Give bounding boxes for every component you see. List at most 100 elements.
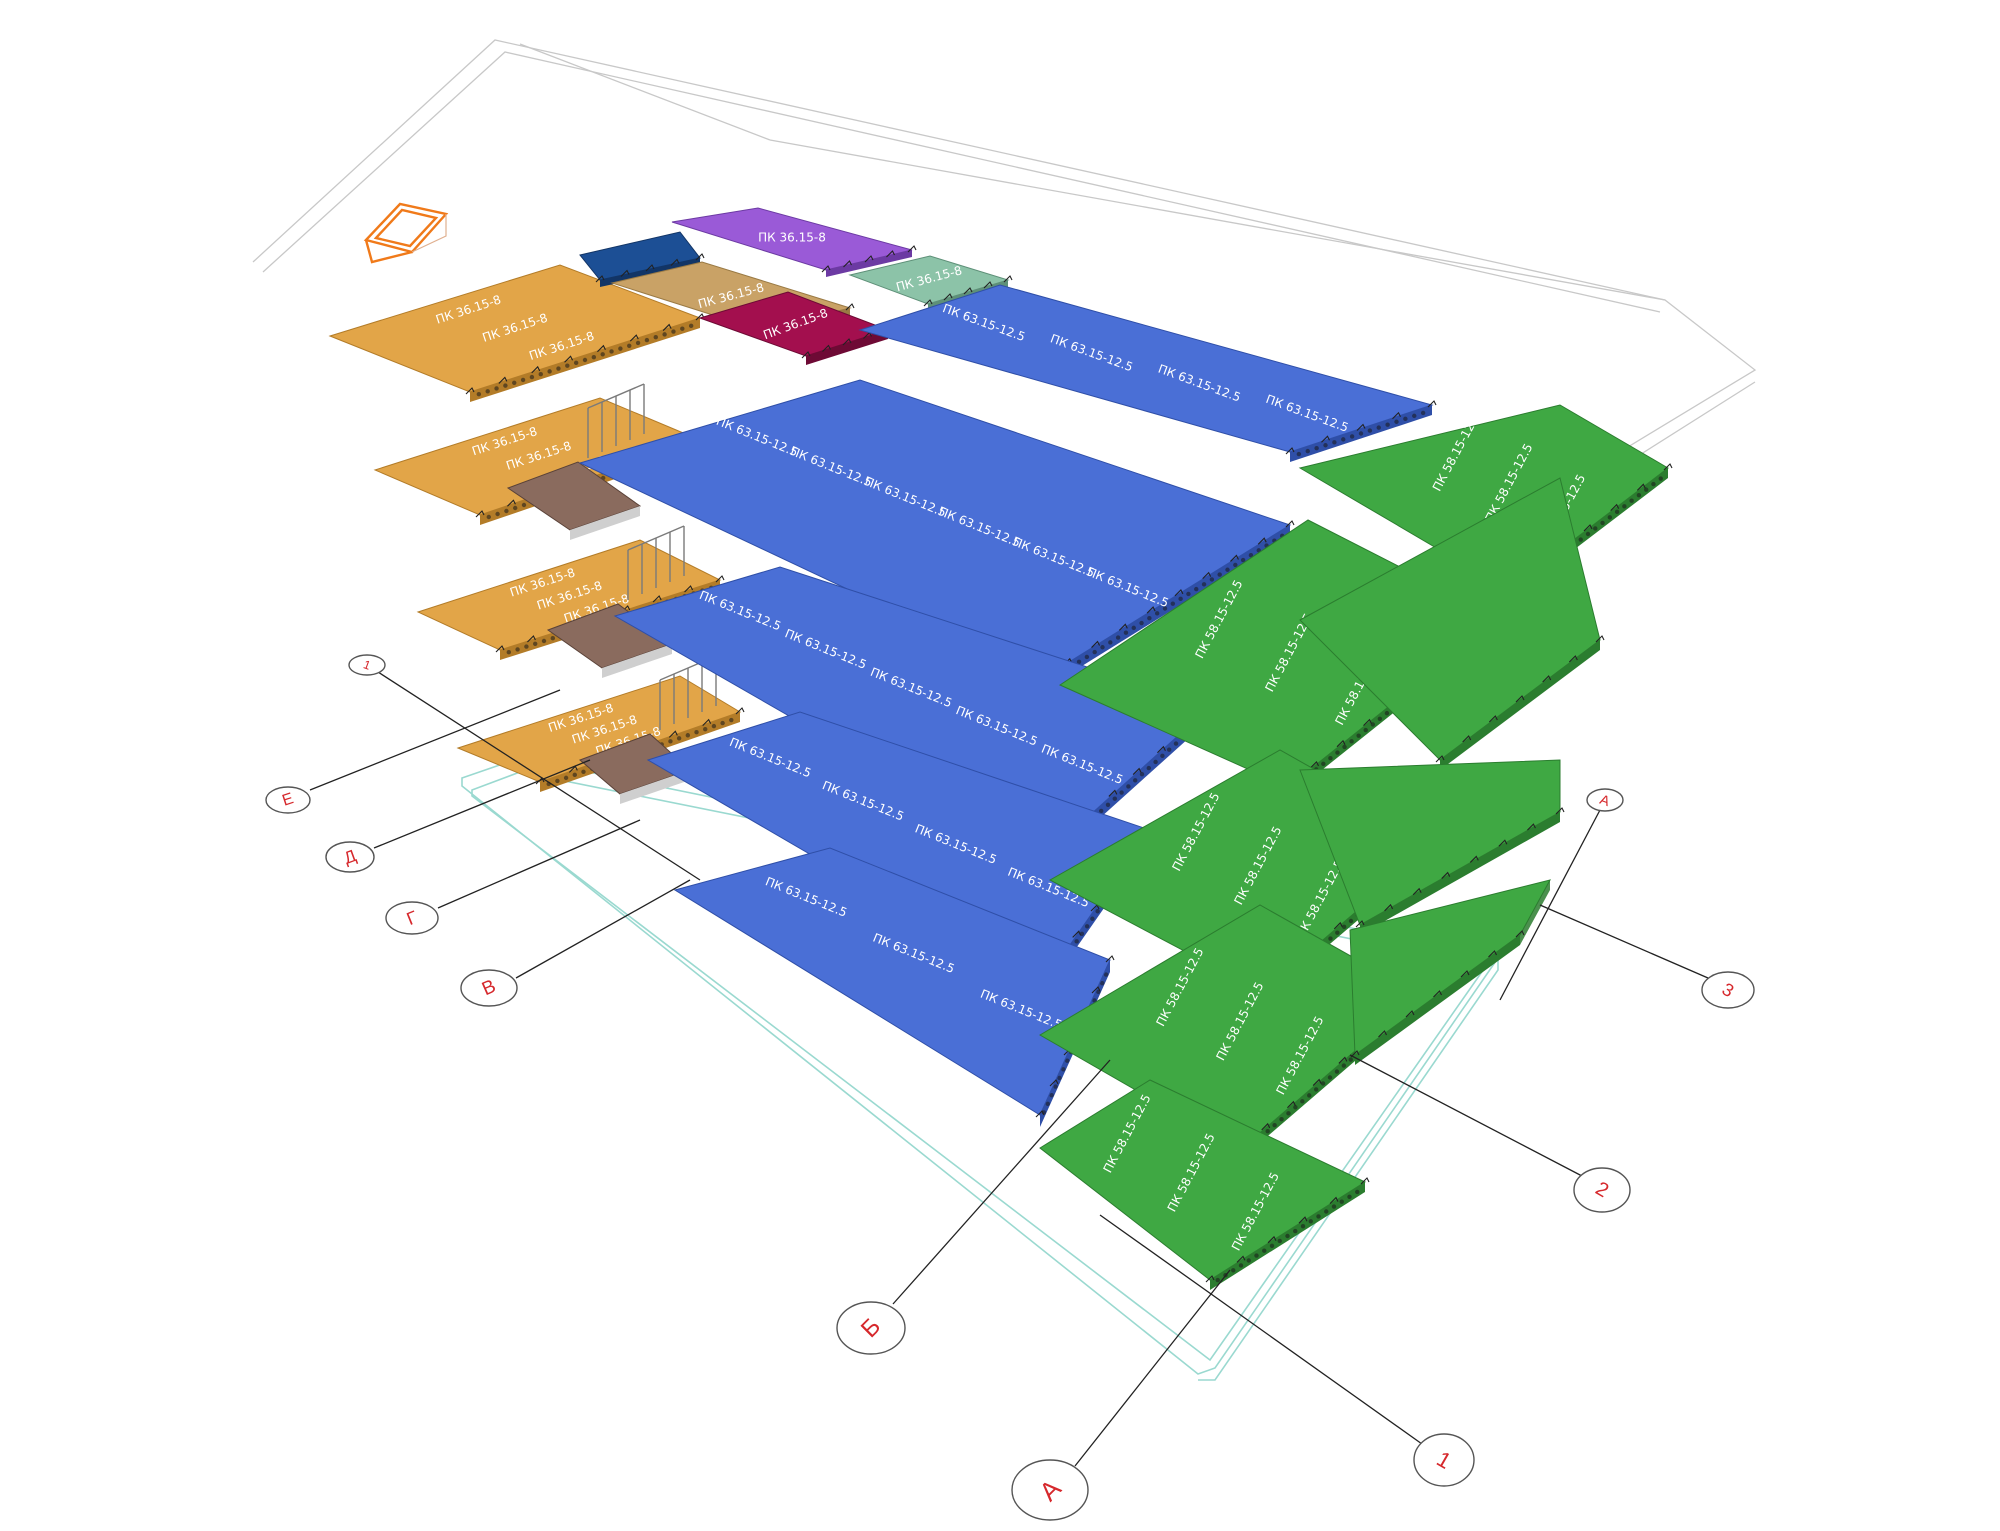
- orange-slab-level-1-loop: [465, 387, 475, 395]
- orange-slab-level-4-core: [711, 723, 717, 729]
- blue-slab-top-front-loop: [1202, 571, 1212, 580]
- blue-slab-level-3-loop: [1108, 789, 1118, 797]
- orange-slab-level-1-core: [476, 391, 482, 397]
- green-slab-3-core: [1348, 918, 1354, 924]
- blue-slab-top-rear-loop: [1427, 400, 1437, 408]
- green-slab-rear-3-loop: [1355, 920, 1365, 928]
- blue-slab-level-1-loop: [1049, 1079, 1059, 1087]
- blue-slab-top-rear-core: [1403, 416, 1408, 422]
- blue-slab-level-3-loop: [1157, 745, 1166, 754]
- blue-slab-top-front-core: [1092, 649, 1097, 655]
- green-slab-rear-3-loop: [1498, 839, 1508, 847]
- navy-slab-top-face: [579, 231, 701, 281]
- green-slab-5-core: [1231, 1268, 1236, 1273]
- orange-slab-level-1-core: [644, 337, 650, 343]
- green-slab-3-core: [1341, 924, 1347, 930]
- green-slab-1-core: [1636, 492, 1642, 498]
- blue-slab-top-front-loop: [1230, 554, 1239, 562]
- green-slab-5-hollow-cores: [1215, 1189, 1360, 1283]
- axis-bubble-2: 2: [1573, 1167, 1631, 1213]
- orange-slab-level-1-core: [653, 335, 658, 340]
- green-slab-2-core: [1384, 710, 1390, 716]
- orange-slab-level-3-core: [541, 638, 547, 644]
- teal-slab-loop: [983, 281, 993, 289]
- green-slab-1-core: [1651, 481, 1656, 487]
- green-slab-5-core: [1269, 1243, 1275, 1249]
- green-slab-rear-4-lifting-loops: [1350, 930, 1525, 1058]
- purple-slab-loop: [864, 255, 874, 263]
- green-slab-rear-2-top-face: [1299, 477, 1601, 761]
- orange-slab-level-1-core: [520, 377, 526, 383]
- blue-slab-top-front-core: [1108, 640, 1113, 645]
- axis-leader-line: [892, 1059, 1111, 1305]
- blue-slab-top-rear-core: [1314, 445, 1319, 451]
- blue-slab-top-front-core: [1240, 557, 1246, 563]
- purple-slab-mark-label: ПК 36.15-8: [758, 231, 826, 245]
- teal-slab-loop: [923, 299, 933, 307]
- green-slab-rear-4-side-face: [1520, 880, 1550, 945]
- stair-landing-edge: [620, 770, 690, 804]
- blue-slab-level-3-core: [1099, 808, 1104, 814]
- orange-slab-level-3-core: [550, 636, 555, 641]
- blue-slab-top-rear-core: [1367, 428, 1373, 433]
- orange-slab-level-1-core: [573, 360, 579, 366]
- orange-slab-level-1-loop: [662, 323, 672, 331]
- orange-slab-level-1-core: [635, 340, 641, 346]
- green-slab-4-core: [1293, 1105, 1298, 1110]
- green-slab-2-loop: [1310, 760, 1319, 769]
- blue-slab-top-front-core: [1147, 615, 1152, 621]
- blue-slab-top-front-core: [1170, 601, 1176, 606]
- blue-slab-level-2-core: [1095, 909, 1100, 914]
- green-slab-3-core: [1328, 936, 1333, 941]
- axis-bubble-1-top: 1: [348, 654, 386, 676]
- stair-landing-edge: [570, 506, 640, 540]
- green-slab-rear-3: [1299, 759, 1565, 935]
- blue-slab-top-front: ПК 63.15-12.5ПК 63.15-12.5ПК 63.15-12.5П…: [578, 379, 1295, 692]
- axis-leader-line: [373, 759, 591, 849]
- blue-slab-level-3-core: [1119, 790, 1124, 795]
- green-slab-rear-3-loop: [1555, 807, 1565, 815]
- purple-slab-lifting-loops: [821, 245, 917, 273]
- teal-slab-loop: [963, 287, 973, 295]
- axis-leader-line: [515, 879, 691, 979]
- axis-bubble-d: Д: [325, 841, 375, 873]
- blue-slab-level-1-top-face: [673, 847, 1111, 1116]
- magenta-slab: ПК 36.15-8: [698, 291, 893, 365]
- stair-railing: [627, 525, 685, 600]
- orange-slab-level-4-core: [685, 733, 691, 738]
- green-slab-rear-4-loop: [1350, 1050, 1360, 1058]
- green-slab-5-core: [1316, 1214, 1321, 1219]
- blue-slab-top-rear-loop: [1285, 447, 1295, 455]
- blue-slab-top-front-core: [1154, 611, 1160, 616]
- green-slab-1-loop: [1610, 503, 1620, 512]
- green-slab-rear-2-loop: [1542, 675, 1552, 683]
- blue-slab-top-rear-core: [1394, 419, 1399, 424]
- green-slab-5-core: [1254, 1253, 1259, 1258]
- blue-slab-top-rear-top-face: [858, 284, 1434, 453]
- blue-slab-level-1-core: [1057, 1075, 1062, 1081]
- axis-bubble-v: В: [460, 969, 518, 1007]
- green-slab-4-core: [1334, 1069, 1340, 1074]
- green-slab-5-core: [1331, 1204, 1337, 1209]
- blue-slab-level-1-core: [1103, 972, 1109, 977]
- orange-slab-level-4-core: [676, 736, 682, 741]
- purple-slab: ПК 36.15-8: [671, 207, 917, 277]
- green-slab-rear-3-front-face: [1360, 812, 1560, 935]
- orange-slab-level-2-loop: [475, 510, 485, 518]
- green-slab-rear-4-loop: [1460, 970, 1470, 978]
- blue-slab-top-rear: ПК 63.15-12.5ПК 63.15-12.5ПК 63.15-12.5П…: [858, 284, 1437, 462]
- green-slab-2-core: [1349, 739, 1354, 744]
- green-slab-5-loop: [1298, 1216, 1308, 1224]
- blue-slab-top-front-core: [1123, 630, 1129, 635]
- blue-slab-level-3-core: [1139, 772, 1145, 777]
- blue-slab-top-rear-hollow-cores: [1296, 410, 1426, 457]
- axis-bubble-e: Е: [265, 786, 311, 814]
- blue-slab-top-rear-core: [1323, 443, 1328, 448]
- blue-slab-top-front-core: [1194, 586, 1199, 592]
- green-slab-5-loop: [1205, 1275, 1215, 1283]
- blue-slab-top-front-core: [1115, 635, 1121, 640]
- purple-slab-front-face: [826, 250, 912, 277]
- green-slab-2-loop: [1336, 739, 1346, 748]
- orange-slab-level-3-loop: [684, 585, 694, 593]
- green-slab-rear-3-loop: [1469, 855, 1479, 863]
